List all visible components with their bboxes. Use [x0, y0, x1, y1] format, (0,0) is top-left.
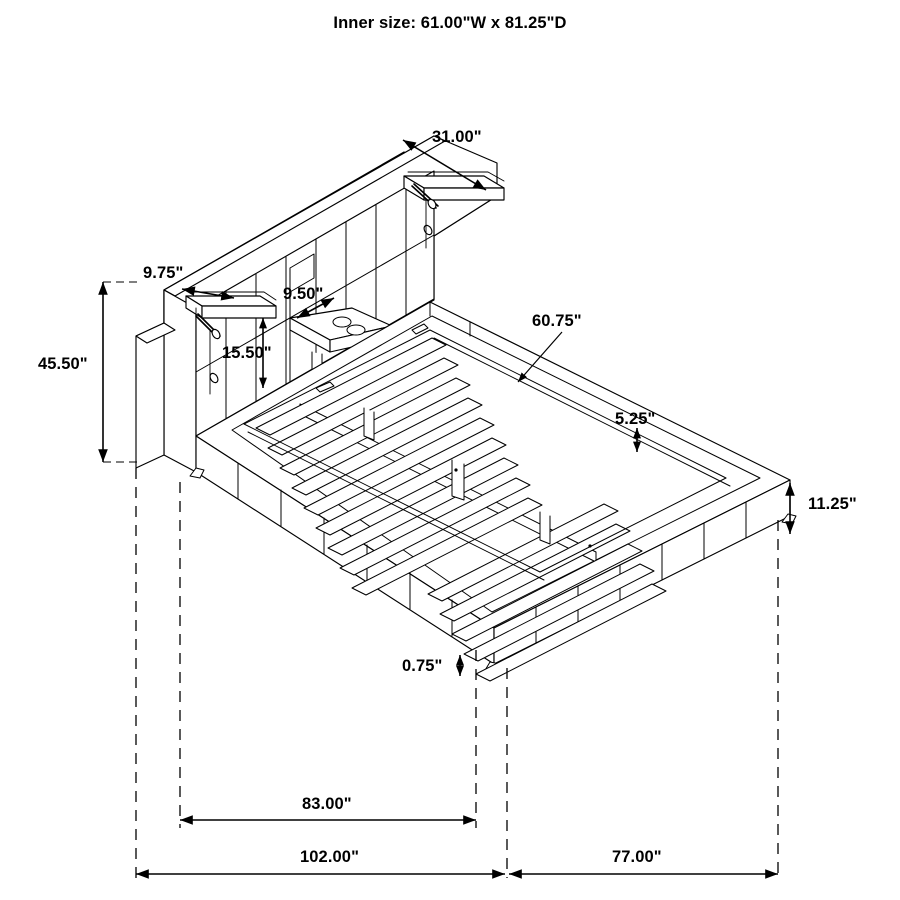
- dim-label-bed-length: 83.00": [302, 795, 352, 813]
- dim-label-slat-length: 60.75": [532, 312, 582, 330]
- dim-side-shelf-depth: [181, 286, 235, 301]
- dim-shelf-depth: [402, 139, 487, 191]
- dim-headboard-height: [98, 281, 140, 463]
- dim-label-deck-height: 11.25": [808, 495, 857, 513]
- dim-label-shelf-depth: 31.00": [432, 128, 482, 146]
- dim-label-tray-width: 9.50": [283, 285, 324, 303]
- dim-label-floor-clearance: 0.75": [402, 657, 443, 675]
- dimension-annotations: [98, 139, 795, 879]
- dim-tray-width: [296, 297, 335, 319]
- dim-label-slat-height: 5.25": [615, 410, 656, 428]
- dim-label-overall-right: 77.00": [612, 848, 662, 866]
- dim-shelf-clearance: [259, 296, 291, 388]
- dim-label-overall-left: 102.00": [300, 848, 359, 866]
- dim-label-shelf-clearance: 15.50": [222, 344, 272, 362]
- dim-label-side-shelf-depth: 9.75": [143, 264, 184, 282]
- bed-geometry: [135, 135, 797, 682]
- extension-lines: [135, 468, 779, 878]
- page-title: Inner size: 61.00"W x 81.25"D: [333, 14, 567, 32]
- slat-frame: [243, 323, 731, 682]
- dim-slat-length: [517, 331, 563, 383]
- dim-label-headboard-height: 45.50": [38, 355, 88, 373]
